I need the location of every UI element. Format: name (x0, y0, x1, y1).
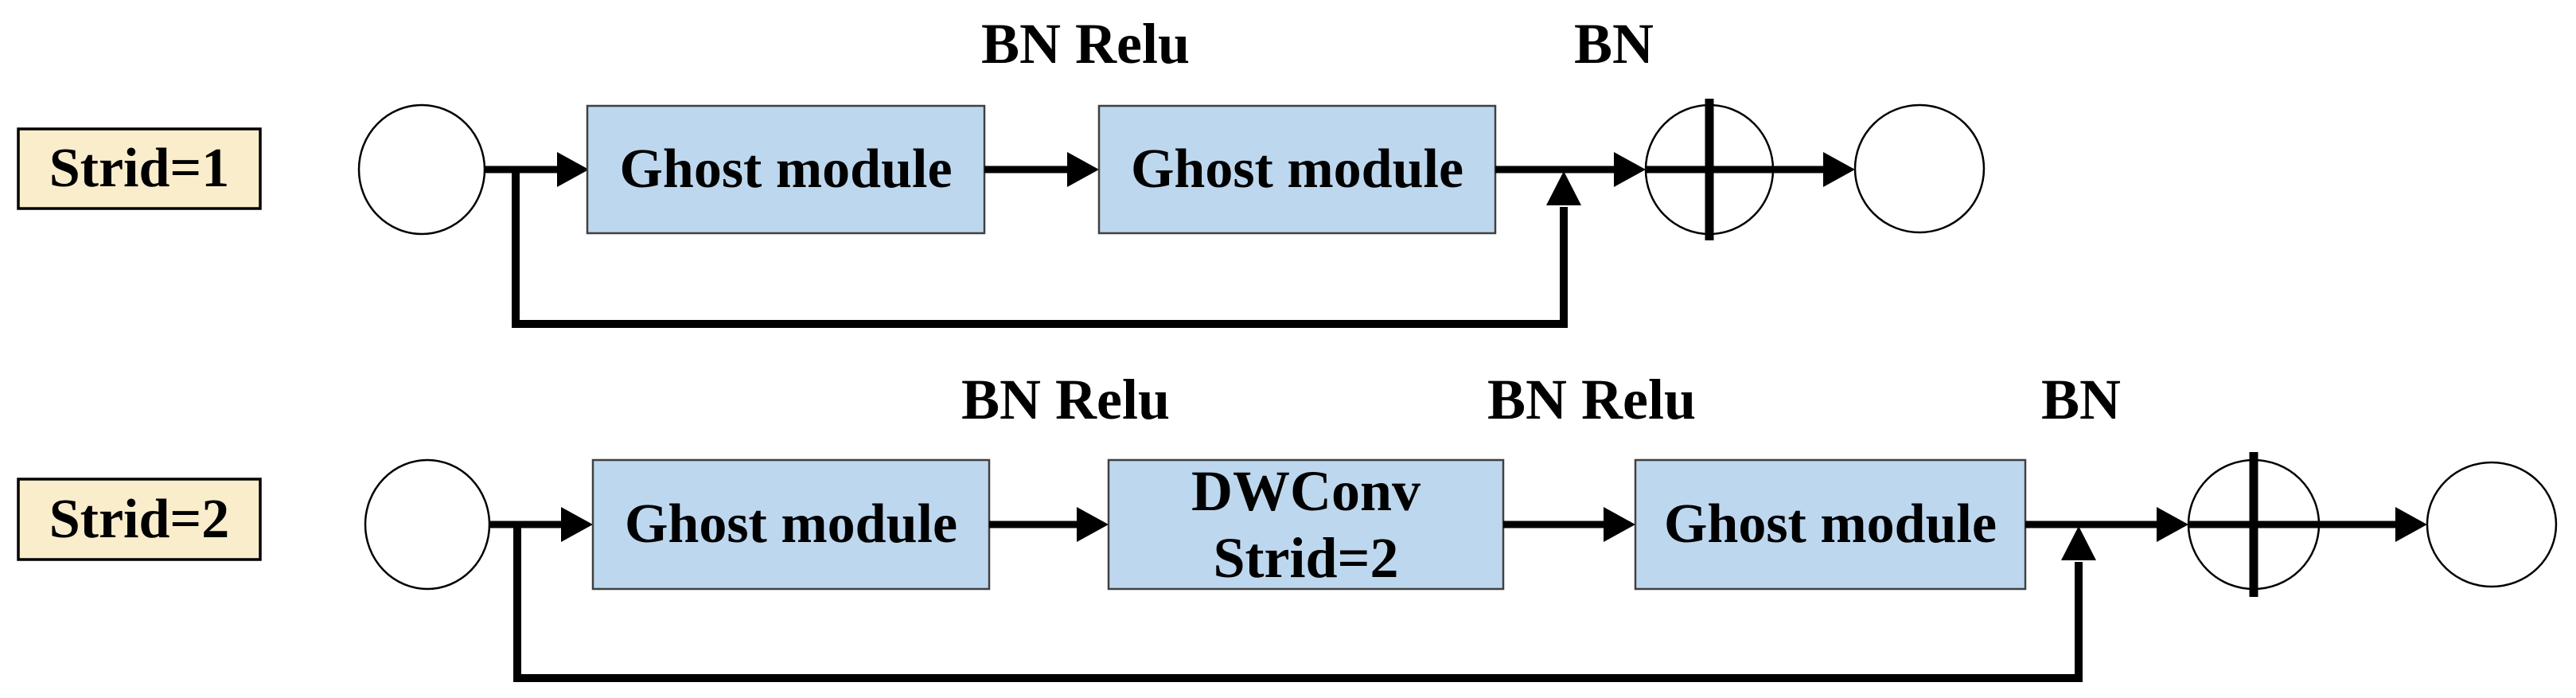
stride1-bn-label: BN (1573, 11, 1654, 76)
stride1-output-node (1853, 103, 1986, 234)
stride2-output-node (2426, 461, 2558, 588)
stride1-ghost-module-1-label: Ghost module (619, 138, 953, 200)
stride1-ghost-module-2-box (1097, 104, 1497, 235)
stride2-bn-relu-label-1: BN Relu (961, 367, 1171, 431)
stride1-ghost-module-2-label: Ghost module (1130, 138, 1464, 200)
stride2-tag-label: Strid=2 (49, 488, 230, 550)
stride2-dwconv-label-line1: DWConv (1191, 459, 1421, 523)
stride1-arrowhead-3 (1614, 152, 1646, 187)
stride2-bn-label: BN (2040, 367, 2122, 431)
stride2-arrowhead-1 (561, 507, 593, 542)
stride2-ghost-module-2-label: Ghost module (1663, 493, 1997, 555)
stride1-arrowhead-2 (1067, 152, 1099, 187)
stride2-ghost-module-2-box (1634, 458, 2027, 591)
stride2-ghost-module-1-box (591, 458, 991, 591)
stride2-skip-arrowhead (2061, 526, 2096, 560)
stride1-tag-box (17, 127, 262, 210)
stride1-skip-connection-path (512, 173, 1568, 328)
stride1-tag-label: Strid=1 (49, 138, 230, 199)
stride2-arrowhead-2 (1077, 507, 1109, 542)
stride2-arrowhead-5 (2395, 507, 2427, 542)
stride1-input-node (357, 103, 486, 236)
stride2-ghost-module-1-label: Ghost module (624, 493, 958, 555)
stride1-ghost-module-1-box (586, 104, 986, 235)
stride1-skip-arrowhead (1546, 171, 1581, 205)
stride2-bn-relu-label-2: BN Relu (1487, 367, 1697, 431)
stride2-dwconv-label: DWConv Strid=2 (1109, 459, 1503, 590)
stride2-skip-connection-path (513, 528, 2083, 682)
stride1-arrowhead-4 (1823, 152, 1855, 187)
stride2-tag-box (17, 478, 262, 561)
stride2-arrowhead-4 (2157, 507, 2188, 542)
stride1-bn-relu-label: BN Relu (980, 11, 1191, 76)
stride2-input-node (364, 458, 491, 591)
stride2-dwconv-box (1107, 458, 1505, 591)
stride2-dwconv-label-line2: Strid=2 (1213, 526, 1399, 590)
stride2-arrowhead-3 (1604, 507, 1635, 542)
stride1-arrowhead-1 (557, 152, 589, 187)
